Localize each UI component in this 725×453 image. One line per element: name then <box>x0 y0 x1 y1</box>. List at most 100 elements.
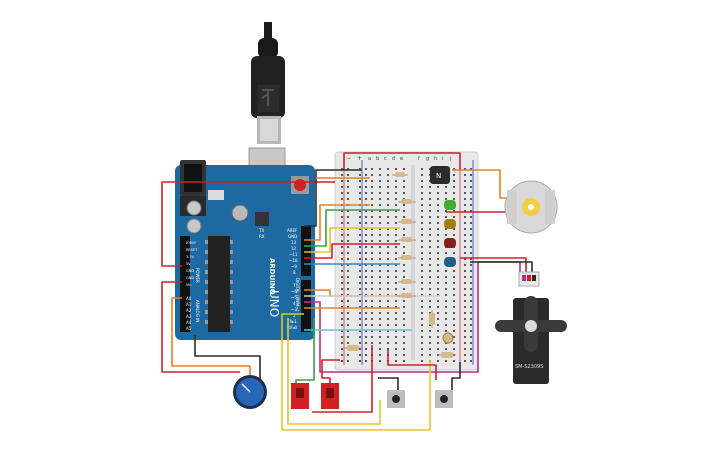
breadboard-hole <box>341 306 343 308</box>
breadboard-hole <box>470 300 472 302</box>
wire-red-top[interactable] <box>343 152 461 170</box>
resistor[interactable] <box>398 279 416 284</box>
breadboard-hole <box>359 306 361 308</box>
resistor[interactable] <box>398 255 416 260</box>
breadboard-hole <box>464 252 466 254</box>
breadboard-hole <box>395 270 397 272</box>
breadboard-hole <box>341 276 343 278</box>
breadboard-hole <box>429 246 431 248</box>
breadboard-hole <box>453 282 455 284</box>
wire-black-pot[interactable] <box>194 335 261 380</box>
breadboard-hole <box>371 318 373 320</box>
pin-label: 5V <box>186 262 191 266</box>
resistor[interactable] <box>398 293 416 298</box>
slide-switch-1[interactable] <box>291 383 309 409</box>
photoresistor[interactable] <box>442 332 454 344</box>
breadboard-hole <box>445 252 447 254</box>
breadboard-hole <box>387 288 389 290</box>
wire-red-servo[interactable] <box>460 257 527 275</box>
wire-yellow-switch[interactable] <box>281 313 431 431</box>
breadboard-hole <box>341 210 343 212</box>
breadboard-hole <box>359 192 361 194</box>
wire-red-pot[interactable] <box>161 281 240 373</box>
breadboard-hole <box>429 282 431 284</box>
usb-plug-icon[interactable] <box>248 22 286 189</box>
resistor[interactable] <box>398 219 416 224</box>
pin-label: RESET <box>186 248 198 252</box>
breadboard-hole <box>371 240 373 242</box>
breadboard-hole <box>359 210 361 212</box>
breadboard-hole <box>347 288 349 290</box>
breadboard-hole <box>421 180 423 182</box>
breadboard-hole <box>429 354 431 356</box>
breadboard-hole <box>470 306 472 308</box>
potentiometer-knob-icon[interactable] <box>233 375 267 409</box>
wire-yellow-11[interactable] <box>304 227 400 253</box>
resistor[interactable] <box>438 352 456 358</box>
wire-black-button[interactable] <box>378 377 399 395</box>
breadboard-hole <box>341 198 343 200</box>
breadboard-hole <box>359 228 361 230</box>
wire-black-servo[interactable] <box>470 261 533 276</box>
push-button-1[interactable] <box>387 390 405 408</box>
breadboard-hole <box>341 228 343 230</box>
resistor[interactable] <box>398 199 416 204</box>
breadboard-hole <box>470 216 472 218</box>
wire-orange-analog[interactable] <box>171 297 251 382</box>
wire-red-5v[interactable] <box>161 181 335 267</box>
gnd-label: GND <box>288 234 297 239</box>
breadboard-hole <box>470 288 472 290</box>
breadboard-hole <box>371 258 373 260</box>
resistor[interactable] <box>429 310 435 328</box>
breadboard-hole <box>429 228 431 230</box>
breadboard-hole <box>379 204 381 206</box>
breadboard-hole <box>437 252 439 254</box>
resistor[interactable] <box>344 345 362 351</box>
pin-label: A1 <box>186 302 192 307</box>
breadboard-hole <box>453 210 455 212</box>
breadboard-hole <box>379 312 381 314</box>
led-blue[interactable] <box>444 257 456 267</box>
wire-red-10[interactable] <box>304 243 400 259</box>
breadboard-hole <box>379 324 381 326</box>
breadboard-hole <box>387 186 389 188</box>
breadboard-hole <box>387 270 389 272</box>
breadboard-hole <box>437 288 439 290</box>
led-red[interactable] <box>444 238 456 248</box>
breadboard-hole <box>387 258 389 260</box>
led-green[interactable] <box>444 200 456 210</box>
wire-red-switch2[interactable] <box>312 345 373 413</box>
breadboard-hole <box>359 288 361 290</box>
dc-motor-icon[interactable] <box>504 180 558 234</box>
led-amber[interactable] <box>444 219 456 229</box>
breadboard-hole <box>395 342 397 344</box>
wire-black-gnd[interactable] <box>304 169 362 227</box>
wire-red-button[interactable] <box>387 350 437 380</box>
wire-black-button2[interactable] <box>451 362 461 390</box>
wire-green-12[interactable] <box>304 209 400 247</box>
tx-label: TX <box>258 228 264 233</box>
wire-orange-13[interactable] <box>304 204 370 241</box>
push-button-2[interactable] <box>435 390 453 408</box>
resistor[interactable] <box>392 172 408 177</box>
breadboard-hole <box>347 174 349 176</box>
pin-label: ~6 <box>291 289 297 294</box>
breadboard-hole <box>403 276 405 278</box>
wire-yellow-switch2[interactable] <box>287 318 381 425</box>
breadboard-hole <box>365 312 367 314</box>
servo-icon[interactable] <box>495 271 567 384</box>
breadboard-hole <box>470 204 472 206</box>
transistor[interactable] <box>430 166 450 184</box>
resistor[interactable] <box>398 237 416 242</box>
breadboard-hole <box>347 180 349 182</box>
breadboard-hole <box>387 300 389 302</box>
breadboard-hole <box>403 234 405 236</box>
col-label: f <box>418 156 420 162</box>
breadboard-hole <box>365 240 367 242</box>
slide-switch-2[interactable] <box>321 383 339 409</box>
breadboard-hole <box>464 222 466 224</box>
breadboard-hole <box>347 282 349 284</box>
breadboard-hole <box>371 180 373 182</box>
wire-orange-motor[interactable] <box>452 169 510 199</box>
